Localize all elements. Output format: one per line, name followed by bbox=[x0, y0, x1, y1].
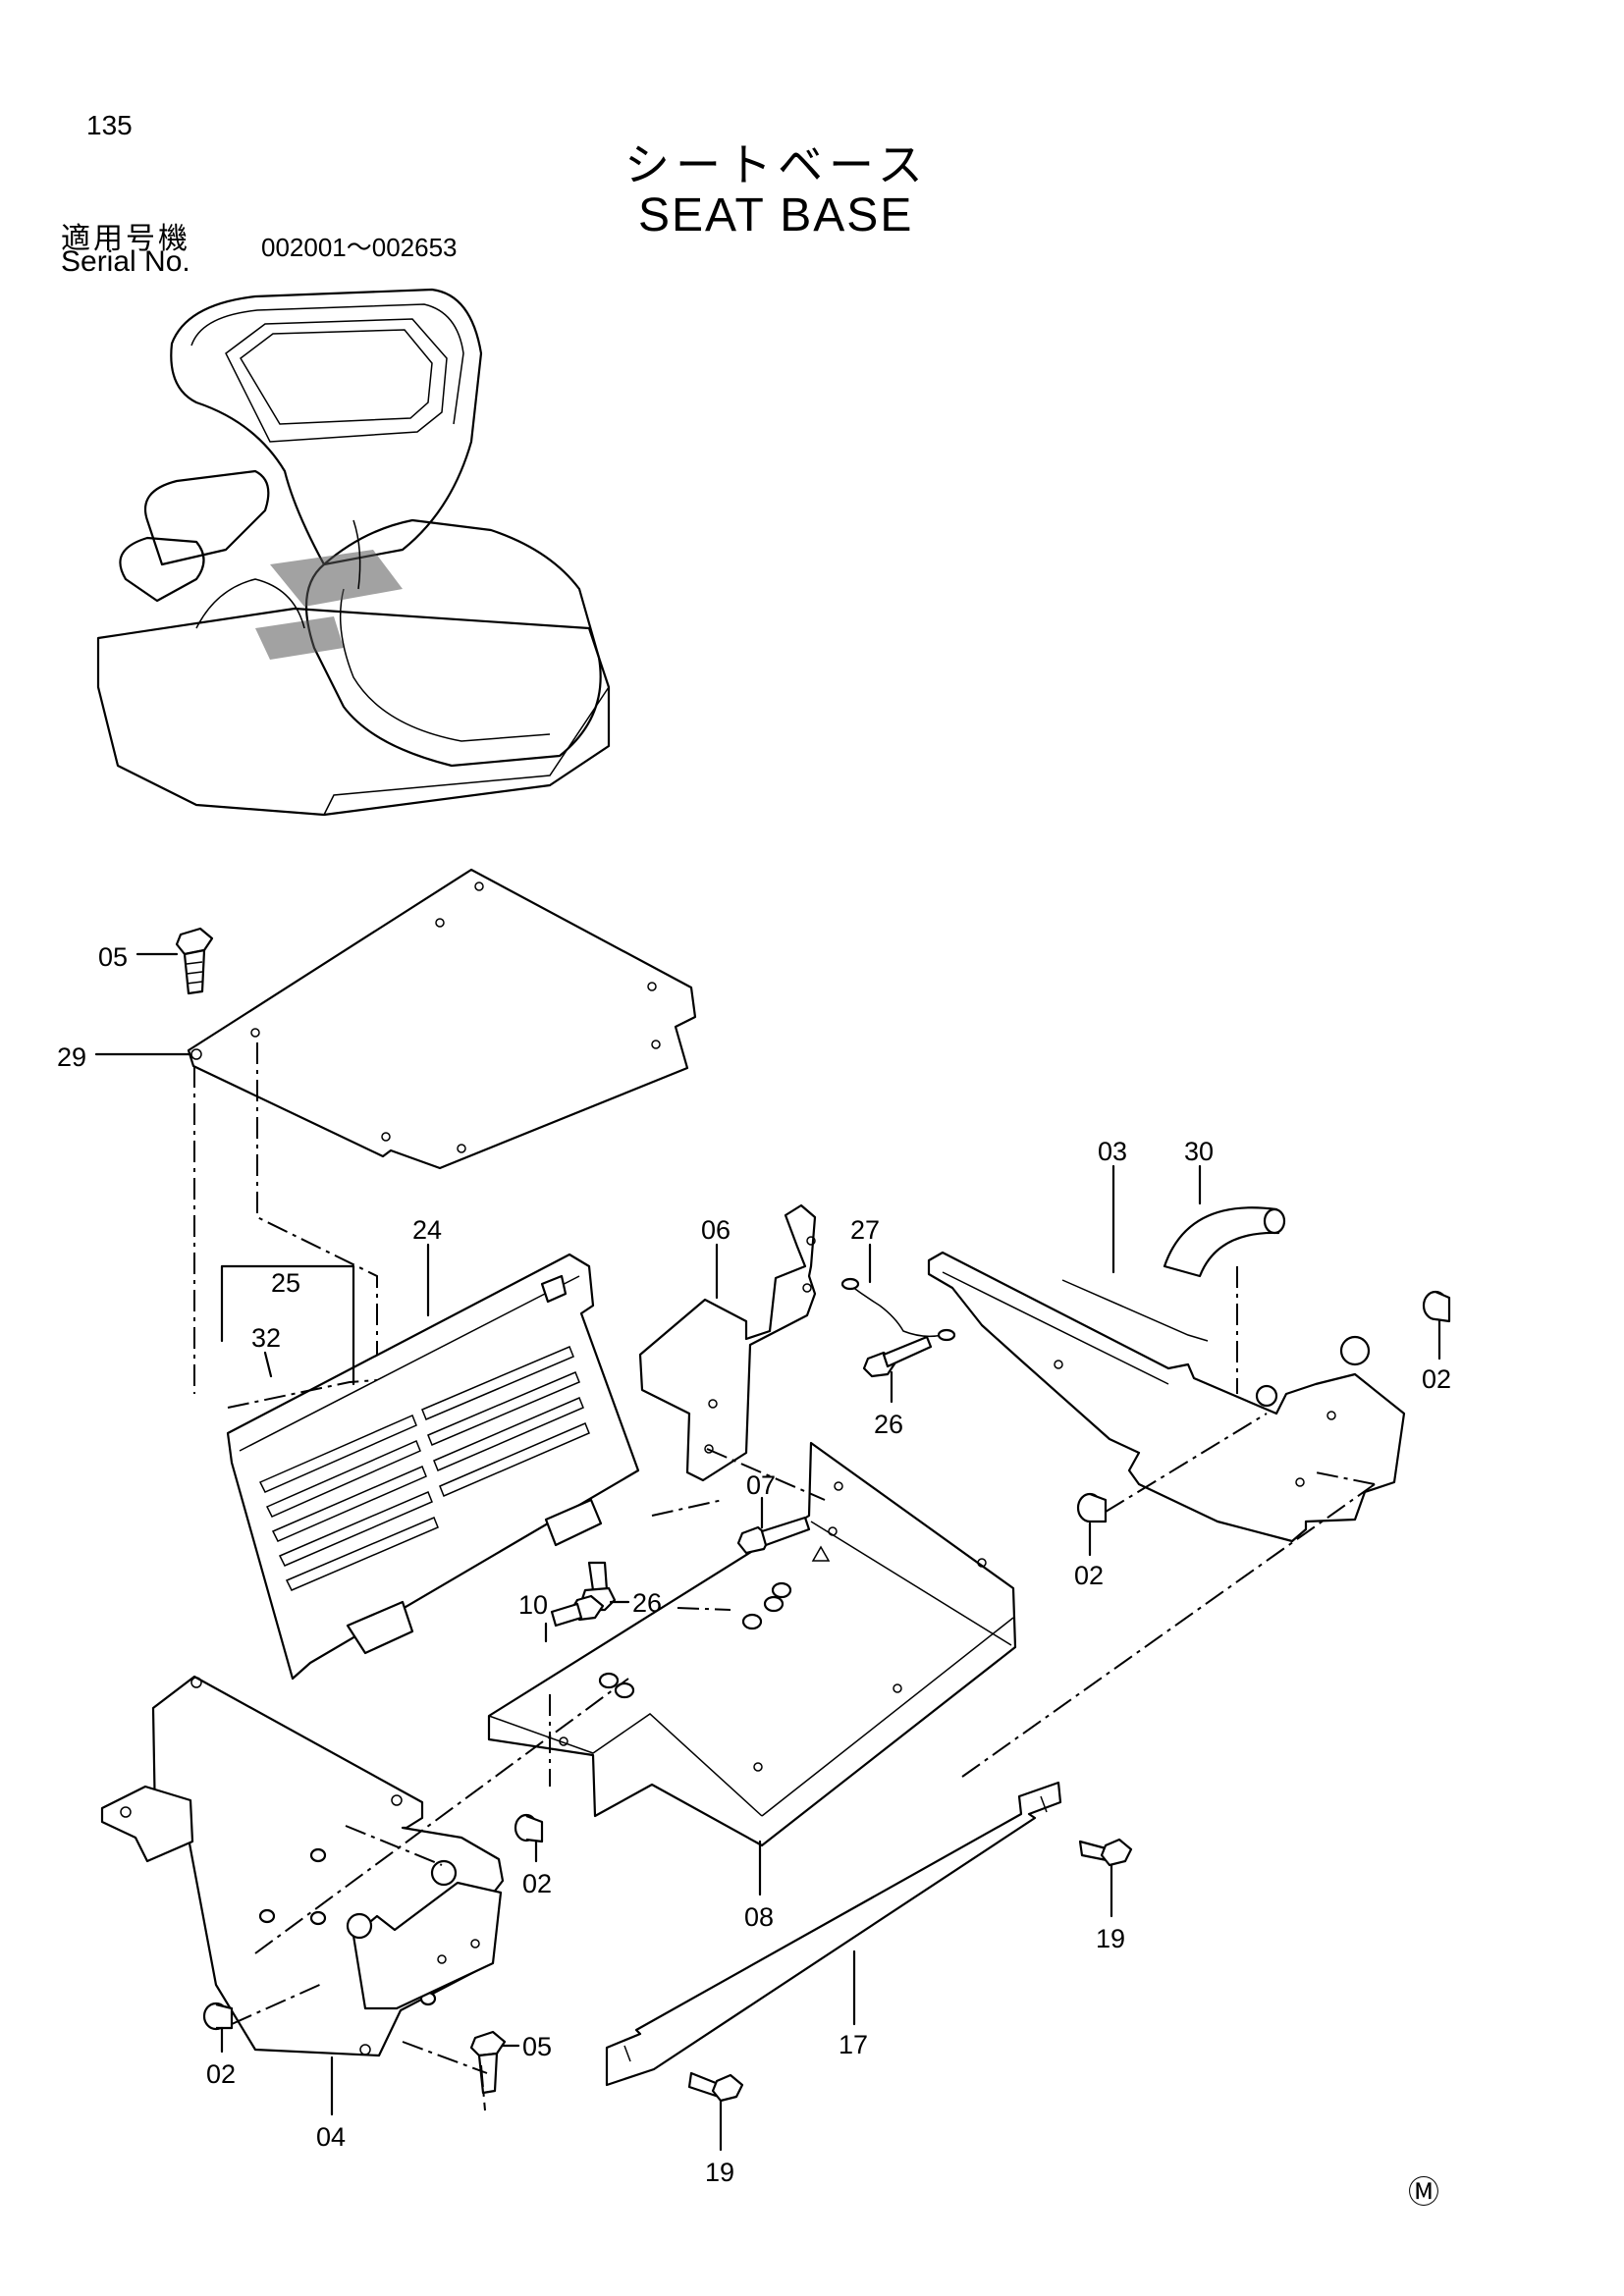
title-japanese: シートベース bbox=[624, 138, 929, 191]
callout-27: 27 bbox=[850, 1215, 880, 1245]
spacer-02-right-top bbox=[1422, 1290, 1451, 1323]
callout-05-lower: 05 bbox=[522, 2032, 552, 2061]
part-29-cover-plate bbox=[187, 868, 697, 1170]
spacer-02-left bbox=[202, 2002, 234, 2031]
callout-03: 03 bbox=[1098, 1137, 1127, 1166]
callout-19-right: 19 bbox=[1096, 1924, 1125, 1953]
callout-02-left: 02 bbox=[206, 2059, 236, 2089]
callout-32: 32 bbox=[251, 1323, 281, 1353]
bolt-19-right bbox=[1078, 1838, 1133, 1867]
callout-04: 04 bbox=[316, 2122, 346, 2152]
callout-05-top: 05 bbox=[98, 942, 128, 972]
callout-30: 30 bbox=[1184, 1137, 1214, 1166]
callout-24: 24 bbox=[412, 1215, 442, 1245]
part-04-main-frame bbox=[100, 1675, 505, 2057]
callout-02-right-top: 02 bbox=[1422, 1364, 1451, 1394]
callout-17: 17 bbox=[839, 2030, 868, 2059]
bolt-19-bottom bbox=[687, 2071, 744, 2103]
bolt-05-lower bbox=[469, 2030, 507, 2095]
serial-label-japanese: 適用号機 bbox=[61, 222, 190, 256]
part-17-bar bbox=[605, 1781, 1062, 2087]
leader-lines bbox=[94, 952, 1441, 2152]
serial-range: 002001～002653 bbox=[261, 233, 458, 262]
part-03-rail-bracket bbox=[927, 1251, 1406, 1543]
callout-07: 07 bbox=[746, 1470, 776, 1500]
callout-29: 29 bbox=[57, 1042, 86, 1072]
part-30-strap bbox=[1163, 1206, 1286, 1278]
part-27-wire bbox=[840, 1277, 956, 1342]
overview-sketch bbox=[96, 288, 611, 817]
callout-02-right-low: 02 bbox=[1074, 1561, 1104, 1590]
callout-06: 06 bbox=[701, 1215, 731, 1245]
bolt-10 bbox=[550, 1594, 605, 1628]
callout-26-lower: 26 bbox=[632, 1588, 662, 1618]
part-24-vent-panel bbox=[226, 1253, 640, 1681]
bolt-07 bbox=[736, 1516, 811, 1555]
bolt-26-upper bbox=[862, 1335, 933, 1378]
spacer-02-right-low bbox=[1076, 1492, 1108, 1523]
part-08-base-tray bbox=[487, 1441, 1017, 1847]
bolt-05-top bbox=[175, 927, 214, 995]
footer-m-mark: Ⓜ bbox=[1408, 2174, 1440, 2210]
serial-label-english: Serial No. bbox=[61, 245, 190, 278]
callout-19-bottom: 19 bbox=[705, 2158, 734, 2187]
title-english: SEAT BASE bbox=[638, 189, 914, 241]
callout-10: 10 bbox=[518, 1590, 548, 1620]
page-number: 135 bbox=[86, 110, 133, 140]
callout-08: 08 bbox=[744, 1902, 774, 1932]
spacer-02-mid bbox=[514, 1813, 544, 1843]
callout-25: 25 bbox=[271, 1268, 300, 1298]
callout-02-mid: 02 bbox=[522, 1869, 552, 1898]
callout-26-upper: 26 bbox=[874, 1410, 903, 1439]
part-06-bracket bbox=[638, 1203, 817, 1482]
